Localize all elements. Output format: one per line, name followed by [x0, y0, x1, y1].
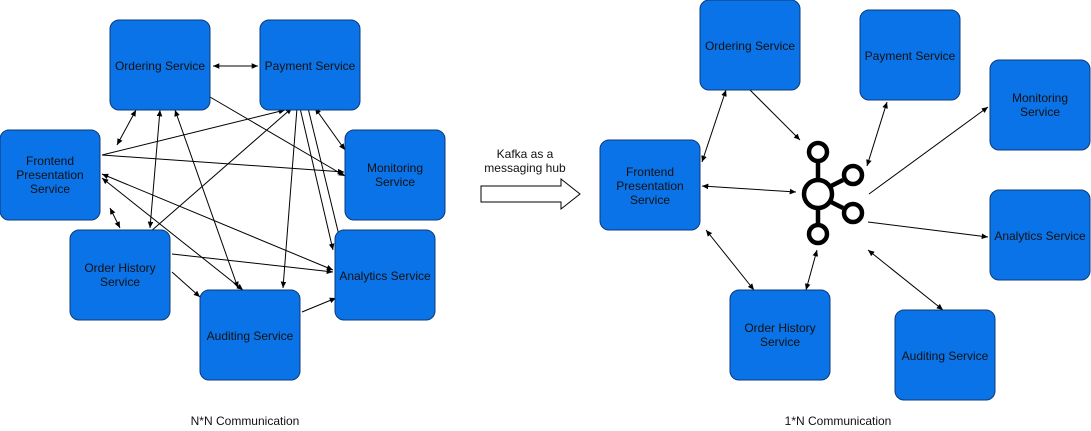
right-auditing-label-1: Auditing Service [902, 349, 989, 363]
right-frontend-label-2: Presentation [616, 179, 683, 193]
edge-frontend-monitoring [101, 154, 345, 175]
left-frontend-label-2: Presentation [16, 168, 83, 182]
edge-payment-monitoring [314, 107, 346, 151]
right-order-history-service: Order History Service [729, 289, 831, 381]
right-frontend-service: Frontend Presentation Service [599, 139, 701, 231]
right-monitoring-label-1: Monitoring [1012, 91, 1068, 105]
hub-label-1: Kafka as a [497, 147, 554, 161]
edge-hub-orderhistory [804, 249, 819, 291]
right-payment-label-1: Payment Service [865, 49, 956, 63]
left-payment-service: Payment Service [259, 19, 361, 111]
right-frontend-label-1: Frontend [626, 165, 674, 179]
left-ordering-service: Ordering Service [109, 19, 211, 111]
edge-hub-auditing [867, 249, 944, 311]
right-diagram: Ordering Service Payment Service Monitor… [599, 0, 1091, 428]
edge-hub-analytics [867, 221, 989, 239]
edge-orderhistory-analytics [171, 253, 334, 275]
left-monitoring-service: Monitoring Service [344, 129, 446, 221]
left-auditing-label-1: Auditing Service [207, 329, 294, 343]
edge-ordering-hub [749, 89, 801, 141]
right-monitoring-service: Monitoring Service [989, 59, 1091, 151]
edge-hub-monitoring [868, 106, 989, 195]
left-analytics-service: Analytics Service [334, 229, 436, 321]
right-caption: 1*N Communication [785, 414, 892, 428]
edge-ordering-monitoring [209, 96, 346, 177]
edge-hub-frontend [701, 183, 797, 195]
left-order-history-label-2: Service [100, 275, 140, 289]
edge-frontend-ordering [116, 109, 137, 146]
edge-ordering-orderhistory [147, 109, 163, 229]
hub-label-2: messaging hub [484, 161, 566, 175]
edge-payment-auditing [280, 107, 298, 289]
edge-frontend-payment [101, 108, 286, 156]
edge-frontend-orderhistory-right [705, 229, 755, 291]
edge-frontend-orderhistory [109, 207, 121, 229]
left-ordering-label-1: Ordering Service [115, 59, 205, 73]
right-edges [701, 89, 989, 311]
right-arrow-icon [480, 177, 581, 211]
edge-frontend-analytics [101, 173, 334, 271]
right-auditing-service: Auditing Service [894, 309, 996, 401]
right-payment-service: Payment Service [859, 9, 961, 101]
right-ordering-service: Ordering Service [699, 0, 801, 91]
edge-auditing-analytics [301, 297, 337, 313]
edge-hub-payment [866, 101, 888, 167]
left-order-history-label-1: Order History [84, 261, 155, 275]
left-payment-label-1: Payment Service [265, 59, 356, 73]
right-frontend-label-3: Service [630, 193, 670, 207]
left-order-history-service: Order History Service [69, 229, 171, 321]
edge-orderhistory-auditing [171, 271, 201, 298]
right-analytics-label-1: Analytics Service [994, 229, 1086, 243]
left-frontend-service: Frontend Presentation Service [0, 129, 101, 221]
left-monitoring-label-2: Service [375, 175, 415, 189]
left-monitoring-label-1: Monitoring [367, 161, 423, 175]
edge-orderhistory-payment [149, 107, 293, 233]
right-analytics-service: Analytics Service [989, 189, 1091, 281]
left-auditing-service: Auditing Service [199, 289, 301, 381]
right-order-history-label-1: Order History [744, 321, 815, 335]
right-ordering-label-1: Ordering Service [705, 39, 795, 53]
edge-frontend-ordering-right [701, 89, 727, 163]
edge-payment-analytics [299, 107, 335, 251]
left-frontend-label-1: Frontend [26, 154, 74, 168]
left-caption: N*N Communication [191, 414, 300, 428]
transition-arrow: Kafka as a messaging hub [480, 147, 581, 211]
right-monitoring-label-2: Service [1020, 105, 1060, 119]
right-order-history-label-2: Service [760, 335, 800, 349]
kafka-logo-icon [801, 140, 865, 246]
left-diagram: Ordering Service Payment Service Fronten… [0, 19, 446, 428]
left-analytics-label-1: Analytics Service [339, 269, 431, 283]
left-frontend-label-3: Service [30, 182, 70, 196]
